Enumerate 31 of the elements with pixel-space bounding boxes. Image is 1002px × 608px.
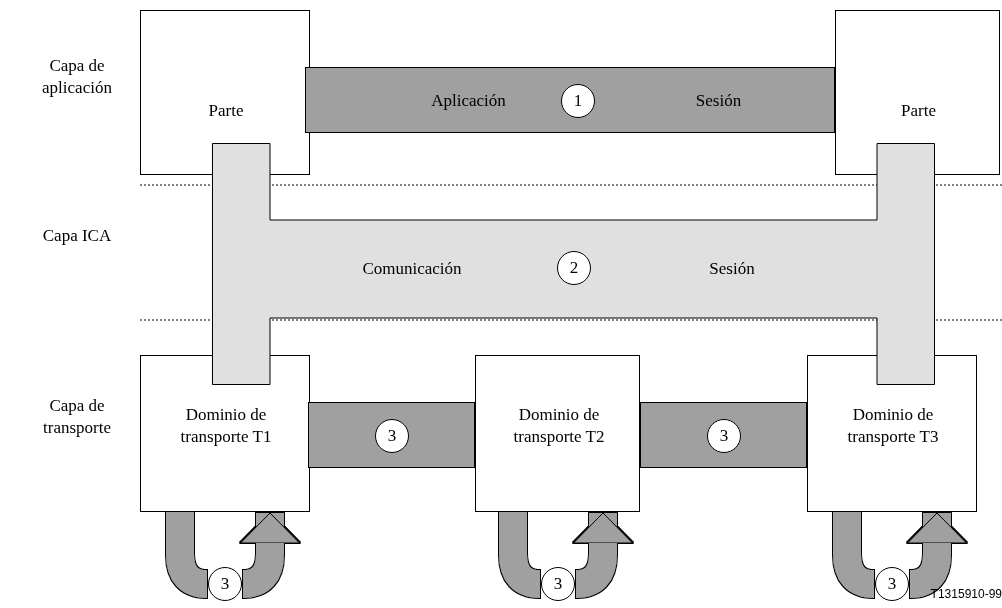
node-label: Sesión [695,90,742,112]
connector-bar [308,402,475,468]
layer-label: Capa de aplicación [41,55,113,99]
number-circle: 3 [875,567,909,601]
node-label: Comunicación [362,258,462,280]
number-circle: 3 [707,419,741,453]
node-label: Sesión [709,258,755,280]
number-circle: 3 [375,419,409,453]
node-label: Parte [901,100,936,122]
connector-bar [640,402,807,468]
u-turn-arrow [907,512,967,598]
number-circle: 3 [208,567,242,601]
number-circle: 3 [541,567,575,601]
u-turn-arrow [573,512,633,598]
domain-box [807,355,977,512]
domain-box [475,355,640,512]
layer-label: Capa de transporte [42,395,112,439]
u-turn-arrow [240,512,300,598]
node-label: Parte [208,100,244,122]
communication-band [212,143,935,385]
node-label: Dominio de transporte T2 [512,404,606,448]
party-box [835,10,1000,175]
domain-box [140,355,310,512]
figure-number: T1315910-99 [929,586,1002,602]
node-label: Dominio de transporte T1 [179,404,273,448]
session-band [305,67,835,133]
party-box [140,10,310,175]
layer-label: Capa ICA [41,225,113,247]
node-label: Aplicación [431,90,506,112]
number-circle: 1 [561,84,595,118]
node-label: Dominio de transporte T3 [846,404,940,448]
